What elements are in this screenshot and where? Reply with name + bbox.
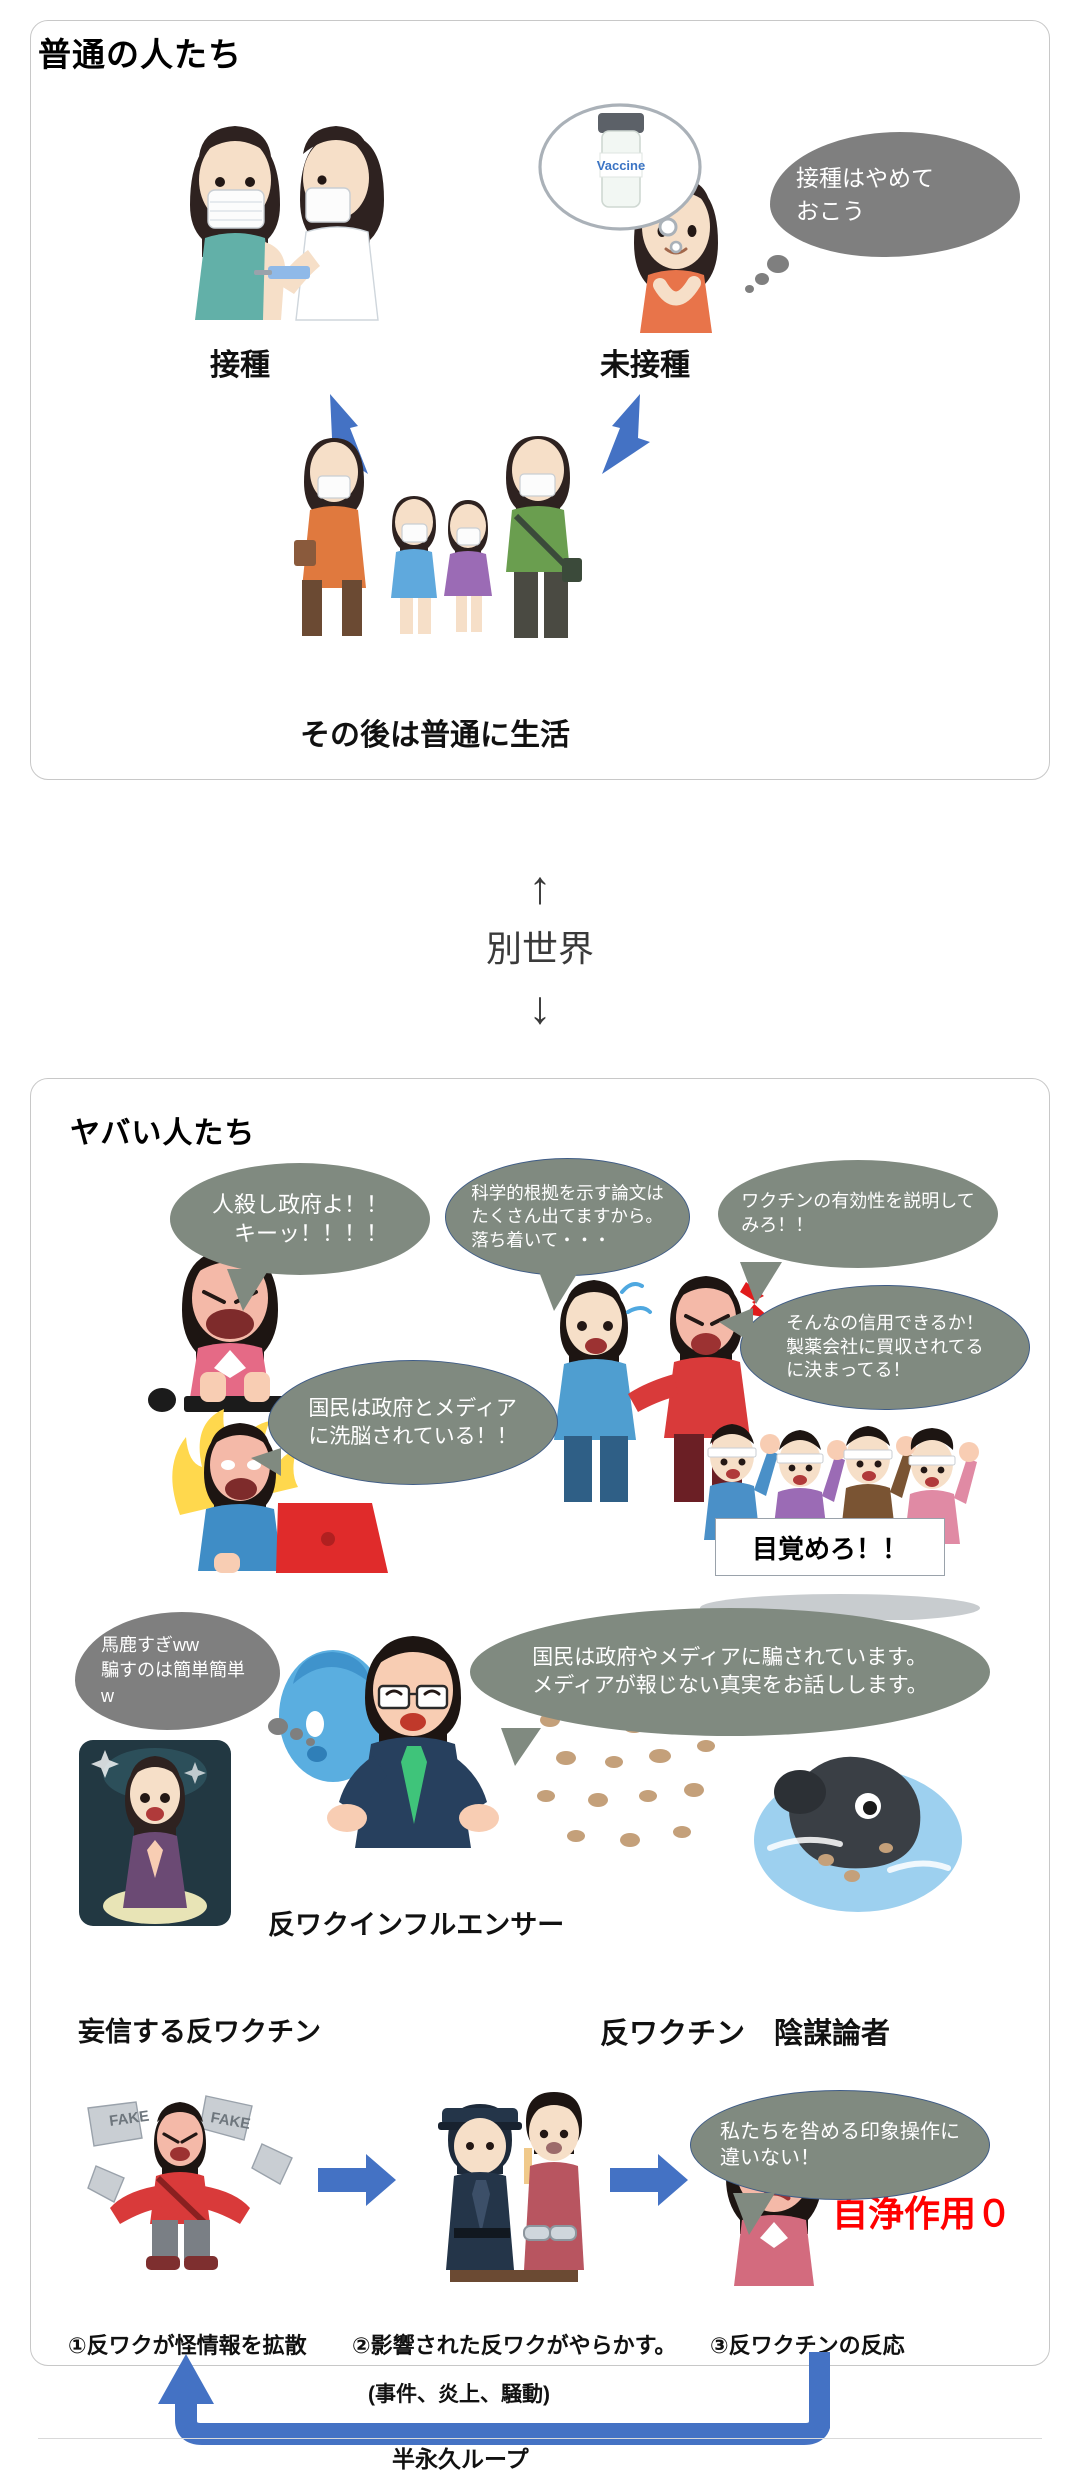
divider-label: 別世界 bbox=[485, 928, 594, 969]
bubble-tail bbox=[538, 1269, 581, 1311]
flow-step1-label: ①反ワクが怪情報を拡散 bbox=[68, 2333, 307, 2358]
bubble-demand-explanation-text: ワクチンの有効性を説明して みろ！！ bbox=[741, 1191, 975, 1235]
illustration-fake-news-spreader: FAKE FAKE bbox=[87, 2095, 293, 2270]
bubble-blame-text: 私たちを咎める印象操作に 違いない！ bbox=[720, 2120, 960, 2169]
vial-label: Vaccine bbox=[597, 158, 645, 173]
bubble-influencer-speech: 国民は政府やメディアに騙されています。 メディアが報じない真実をお話しします。 bbox=[470, 1608, 990, 1766]
bubble-tail bbox=[227, 1269, 270, 1311]
caption-influencer: 反ワクインフルエンサー bbox=[268, 1910, 565, 1940]
thought-dots bbox=[745, 255, 805, 295]
bubble-influencer-thought: 馬鹿すぎww 騙すのは簡単簡単w bbox=[75, 1612, 280, 1730]
fake-label-1: FAKE bbox=[108, 2108, 150, 2130]
illustration-arguing-pair bbox=[554, 1276, 778, 1502]
bubble-influencer-thought-text: 馬鹿すぎww 騙すのは簡単簡単w bbox=[101, 1635, 245, 1706]
bubble-tail bbox=[251, 1448, 281, 1476]
self-purification-zero: 自浄作用０ bbox=[832, 2193, 1013, 2234]
protest-sign-text: 目覚めろ！！ bbox=[751, 1533, 908, 1564]
panel-crazy-title: ヤバい人たち bbox=[70, 1117, 256, 1150]
caption-believer: 妄信する反ワクチン bbox=[78, 2017, 321, 2047]
illustration-arrest bbox=[438, 2092, 584, 2282]
caption-unvaccinated: 未接種 bbox=[600, 349, 690, 382]
bubble-thought-skip-vaccine: 接種はやめて おこう bbox=[770, 132, 1020, 257]
divider-up-arrow: ↑ bbox=[528, 861, 552, 913]
bubble-demand-explanation: ワクチンの有効性を説明して みろ！！ bbox=[718, 1160, 998, 1304]
flow-arrow-2 bbox=[610, 2154, 688, 2206]
thought-dots-influencer bbox=[268, 1718, 328, 1754]
bubble-blame: 私たちを咎める印象操作に 違いない！ bbox=[690, 2090, 990, 2235]
illustration-conspiracy-carp bbox=[754, 1756, 962, 1912]
bubble-angry-woman-text: 人殺し政府よ！！ キーッ！！！！ bbox=[211, 1191, 388, 1246]
bubble-scientist: 科学的根拠を示す論文は たくさん出てますから。 落ち着いて・・・ bbox=[445, 1158, 690, 1311]
protest-sign: 目覚めろ！！ bbox=[715, 1518, 945, 1576]
caption-conspiracy: 反ワクチン 陰謀論者 bbox=[600, 2018, 891, 2050]
bubble-thought-skip-vaccine-text: 接種はやめて おこう bbox=[796, 165, 934, 224]
bubble-tail bbox=[719, 1308, 753, 1344]
bubble-angry-woman: 人殺し政府よ！！ キーッ！！！！ bbox=[170, 1163, 430, 1311]
bubble-scientist-text: 科学的根拠を示す論文は たくさん出てますから。 落ち着いて・・・ bbox=[471, 1183, 664, 1250]
flow-step2-sublabel: (事件、炎上、騒動) bbox=[368, 2383, 550, 2406]
illustration-family-group bbox=[294, 436, 582, 638]
footer-divider bbox=[38, 2438, 1042, 2439]
flow-step3-label: ③反ワクチンの反応 bbox=[710, 2333, 905, 2358]
illustration-bait-pellets bbox=[537, 1704, 715, 1847]
loop-label-visible: 半永久ループ bbox=[392, 2446, 529, 2472]
caption-vaccinated: 接種 bbox=[210, 349, 270, 382]
illustration-vaccine-vial-thought: Vaccine bbox=[538, 103, 702, 254]
flow-loop-arrow bbox=[158, 2352, 830, 2445]
arrow-down-right bbox=[602, 394, 650, 474]
illustration-anti-vax-influencer bbox=[279, 1636, 499, 1848]
bubble-distrust-text: そんなの信用できるか！ 製薬会社に買収されてる に決まってる！ bbox=[786, 1312, 984, 1381]
bubble-distrust: そんなの信用できるか！ 製薬会社に買収されてる に決まってる！ bbox=[719, 1285, 1030, 1410]
flow-arrow-1 bbox=[318, 2154, 396, 2206]
caption-normal-life-after: その後は普通に生活 bbox=[300, 719, 570, 752]
bubble-brainwashed-text: 国民は政府とメディア に洗脳されている！！ bbox=[308, 1396, 518, 1448]
bubble-tail bbox=[740, 1262, 783, 1304]
illustration-vaccination bbox=[190, 126, 384, 321]
divider-down-arrow: ↓ bbox=[528, 981, 552, 1033]
illustration-cult-believer bbox=[79, 1740, 231, 1926]
fake-label-2: FAKE bbox=[209, 2109, 251, 2133]
panel-normal-title: 普通の人たち bbox=[38, 36, 242, 73]
flow-step2-label: ②影響された反ワクがやらかす。 bbox=[352, 2333, 677, 2358]
bubble-tail bbox=[501, 1728, 542, 1766]
bubble-brainwashed: 国民は政府とメディア に洗脳されている！！ bbox=[251, 1360, 558, 1485]
bubble-influencer-speech-text: 国民は政府やメディアに騙されています。 メディアが報じない真実をお話しします。 bbox=[532, 1646, 928, 1697]
bubble-tail bbox=[732, 2193, 775, 2235]
